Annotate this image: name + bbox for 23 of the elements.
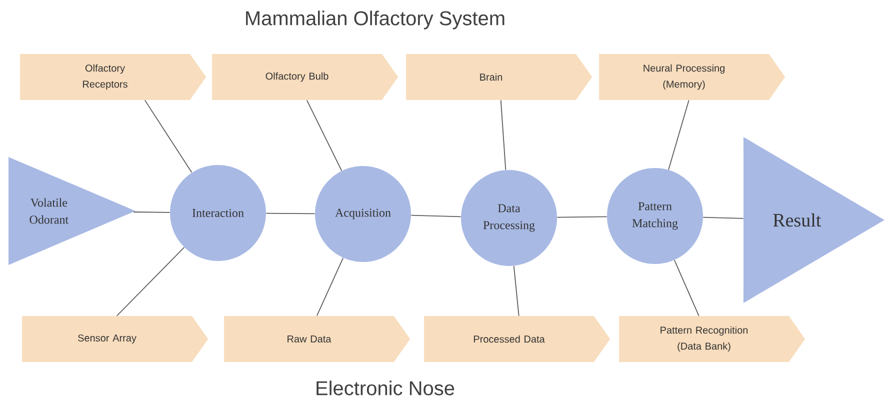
connector-line bbox=[674, 260, 700, 316]
connector-line bbox=[668, 100, 690, 170]
heading: Mammalian Olfactory System bbox=[246, 10, 504, 30]
chevron-box: Raw Data bbox=[224, 316, 410, 362]
chevron-box: Olfactory Receptors bbox=[20, 54, 206, 100]
connector-line bbox=[410, 214, 462, 218]
connector-line bbox=[144, 100, 192, 173]
connector-line bbox=[266, 212, 316, 214]
chevron-box: Sensor Array bbox=[22, 316, 208, 362]
connector-line bbox=[306, 100, 342, 172]
connector-line bbox=[702, 216, 744, 219]
chevron-box: Brain bbox=[406, 54, 592, 100]
connector-line bbox=[513, 266, 520, 316]
connector-line bbox=[500, 100, 506, 170]
chevron-box: Neural Processing (Memory) bbox=[599, 54, 786, 100]
connector-line bbox=[133, 212, 170, 213]
connector-line bbox=[316, 257, 344, 316]
heading: Electronic Nose bbox=[316, 380, 454, 396]
connector-line bbox=[556, 216, 608, 218]
chevron-box: Olfactory Bulb bbox=[212, 54, 398, 100]
connector-line bbox=[116, 246, 185, 316]
chevron-box: Pattern Recognition (Data Bank) bbox=[619, 316, 806, 362]
chevron-box: Processed Data bbox=[424, 316, 610, 362]
